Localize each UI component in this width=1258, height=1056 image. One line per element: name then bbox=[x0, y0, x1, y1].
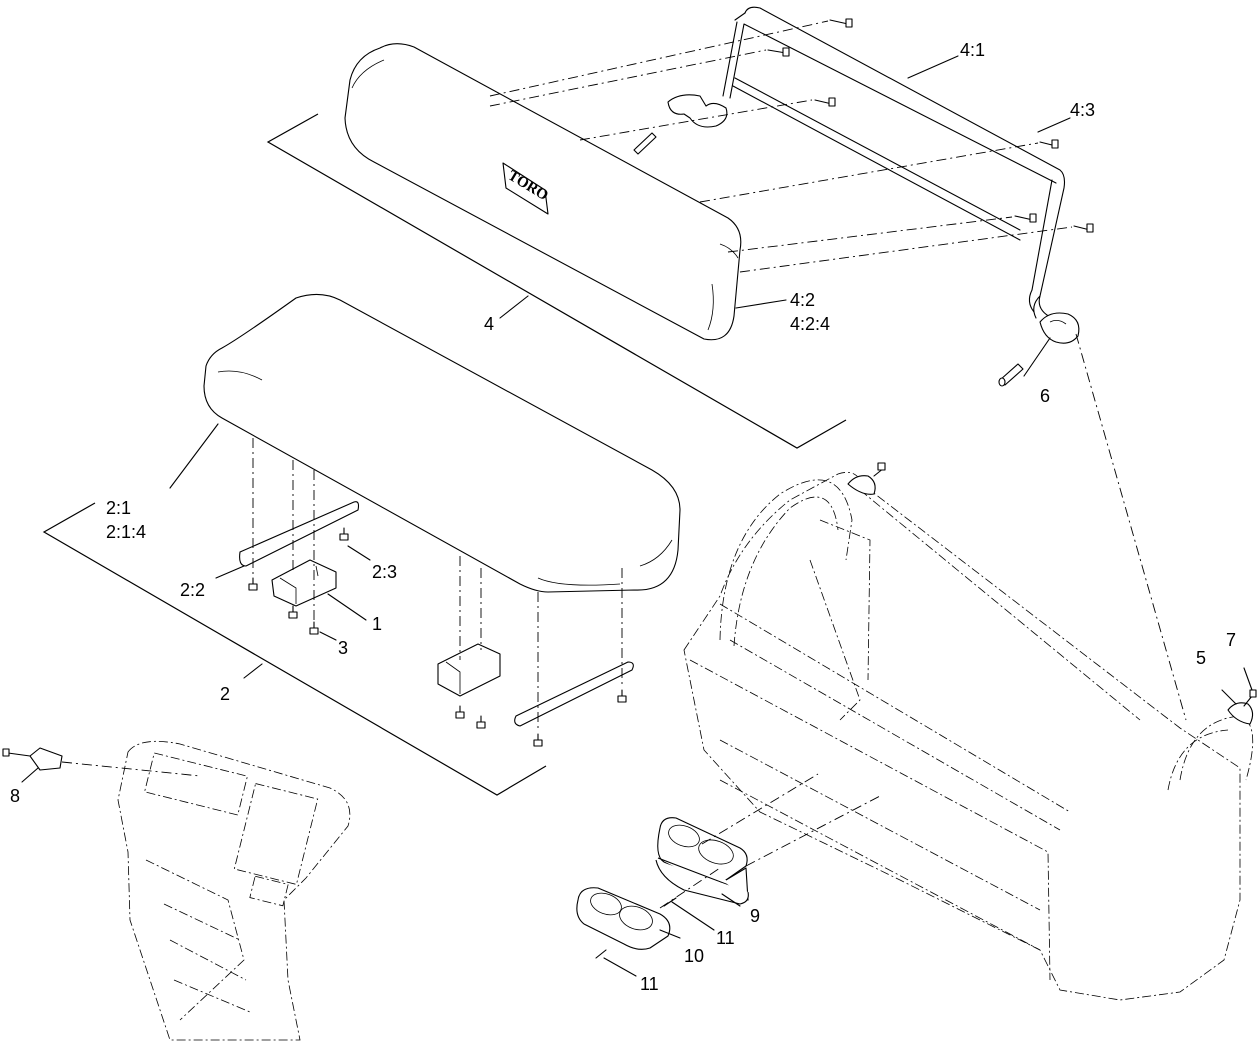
backrest-frame[interactable] bbox=[722, 6, 1066, 319]
seat-bolt-e[interactable] bbox=[617, 689, 627, 703]
cap-5[interactable] bbox=[1227, 702, 1254, 725]
callout-2-3[interactable]: 2:3 bbox=[372, 562, 397, 582]
callout-2[interactable]: 2 bbox=[220, 684, 230, 704]
backrest-assembly-lines bbox=[489, 20, 1187, 721]
callout-4-3[interactable]: 4:3 bbox=[1070, 100, 1095, 120]
cup-holder-assembly-lines bbox=[659, 773, 881, 909]
screw-4-3-f[interactable] bbox=[1073, 223, 1094, 233]
roll-bar-phantom bbox=[719, 479, 1254, 791]
backrest-mount-clamp[interactable] bbox=[667, 94, 728, 128]
seat-cushion[interactable] bbox=[203, 293, 681, 593]
seat-bolt-a[interactable] bbox=[288, 605, 298, 619]
screw-4-3-d[interactable] bbox=[1039, 139, 1059, 149]
cup-holder-10[interactable] bbox=[576, 887, 671, 950]
seat-cross-bar[interactable] bbox=[239, 501, 360, 567]
seat-bolt-c[interactable] bbox=[476, 715, 486, 729]
backrest-cushion[interactable]: TORO bbox=[344, 43, 742, 341]
accessory-plug-8[interactable] bbox=[2, 747, 63, 771]
screw-7[interactable] bbox=[1243, 689, 1257, 707]
plug-assembly-line bbox=[61, 761, 201, 777]
screw-4-3-e[interactable] bbox=[1014, 213, 1037, 223]
seat-bracket-right-front[interactable] bbox=[437, 643, 501, 697]
pin-6[interactable] bbox=[998, 363, 1024, 387]
callout-4-1[interactable]: 4:1 bbox=[960, 40, 985, 60]
callout-2-2[interactable]: 2:2 bbox=[180, 580, 205, 600]
callout-11-lower[interactable]: 11 bbox=[640, 974, 659, 994]
mount-pin-upper[interactable] bbox=[633, 132, 657, 155]
callout-6[interactable]: 6 bbox=[1040, 386, 1050, 406]
callout-4-2-4[interactable]: 4:2:4 bbox=[790, 314, 830, 334]
leader-lines bbox=[21, 55, 1253, 977]
callout-11-upper[interactable]: 11 bbox=[716, 928, 735, 948]
seat-bolt-d[interactable] bbox=[533, 733, 543, 747]
callout-2-1[interactable]: 2:1 bbox=[106, 498, 131, 518]
callout-7[interactable]: 7 bbox=[1226, 630, 1236, 650]
seat-bolt-3[interactable] bbox=[309, 621, 319, 635]
seat-bolt-2-3[interactable] bbox=[339, 527, 349, 541]
seat-bracket-1[interactable] bbox=[271, 559, 337, 607]
backrest-mount-clamp-lower[interactable] bbox=[1039, 312, 1080, 344]
callout-labels: 4:1 4:3 4:2 4:2:4 4 6 2:1 2:1:4 2:2 2:3 … bbox=[10, 40, 1236, 994]
backrest-group-bracket bbox=[266, 113, 847, 449]
callout-9[interactable]: 9 bbox=[750, 906, 760, 926]
cup-holder-9[interactable] bbox=[655, 817, 749, 905]
seat-group-bracket bbox=[42, 502, 547, 796]
screw-4-3-a[interactable] bbox=[829, 18, 853, 28]
seat-bar-right[interactable] bbox=[514, 661, 634, 727]
screw-11-a[interactable] bbox=[663, 897, 677, 907]
screw-4-3-b[interactable] bbox=[767, 47, 790, 57]
callout-10[interactable]: 10 bbox=[684, 946, 704, 966]
callout-8[interactable]: 8 bbox=[10, 786, 20, 806]
screw-4-3-c[interactable] bbox=[814, 97, 836, 107]
seat-bolt-b[interactable] bbox=[455, 705, 465, 719]
seat-assembly-lines bbox=[252, 438, 623, 732]
callout-4[interactable]: 4 bbox=[484, 314, 494, 334]
screw-11-b[interactable] bbox=[595, 949, 607, 959]
callout-4-2[interactable]: 4:2 bbox=[790, 290, 815, 310]
control-panel-phantom bbox=[117, 740, 351, 1041]
seat-bolt-2-2[interactable] bbox=[248, 577, 258, 591]
callout-1[interactable]: 1 bbox=[372, 614, 382, 634]
cargo-box-phantom bbox=[683, 471, 1241, 1001]
callout-2-1-4[interactable]: 2:1:4 bbox=[106, 522, 146, 542]
roll-bar-cap-top[interactable] bbox=[847, 462, 886, 495]
callout-5[interactable]: 5 bbox=[1196, 648, 1206, 668]
callout-3[interactable]: 3 bbox=[338, 638, 348, 658]
